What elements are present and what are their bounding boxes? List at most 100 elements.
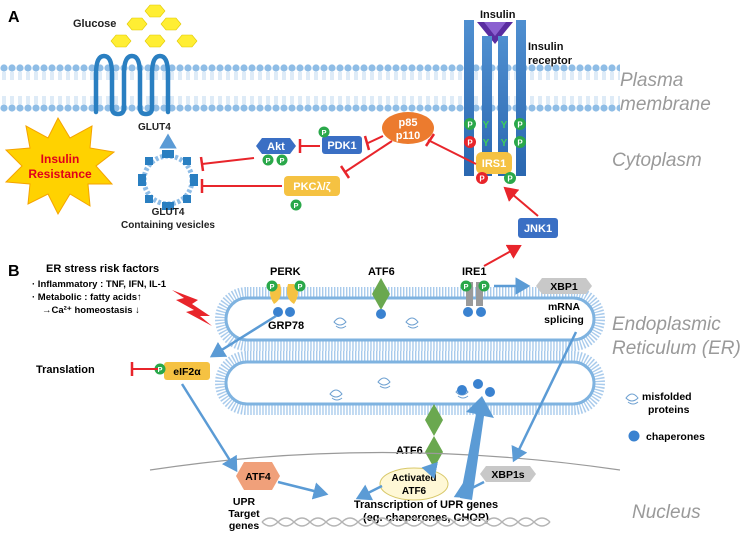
tyrosine-label: Y: [501, 138, 508, 149]
panel-a-pathway-lines: [159, 133, 539, 217]
legend-misfolded-2: proteins: [648, 404, 690, 416]
phospho-label: P: [517, 121, 523, 130]
pdk1-label: PDK1: [327, 140, 356, 152]
xbp1s-node: XBP1s: [480, 466, 536, 482]
risk-factors-title: ER stress risk factors: [46, 263, 159, 275]
tyrosine-label: Y: [483, 120, 490, 131]
pkc-node: PKCλ/ζ P: [284, 176, 340, 211]
activated-atf6-label-2: ATF6: [402, 486, 427, 497]
p85-label: p85: [399, 117, 418, 129]
label-plasma: Plasma: [620, 70, 683, 91]
pi3k-node: p85 p110: [382, 112, 434, 144]
glut4-label: GLUT4: [138, 122, 171, 133]
atf6-node-lower: [425, 404, 443, 468]
atf6-label-upper: ATF6: [368, 266, 395, 278]
xbp1-node: XBP1: [536, 278, 592, 294]
atf4-node: ATF4: [236, 462, 280, 490]
phospho-label: P: [467, 121, 473, 130]
phospho-label: P: [157, 365, 162, 374]
panel-label-b: B: [8, 263, 20, 280]
legend: misfolded proteins chaperones: [625, 391, 705, 443]
insulin-receptor-label-2: receptor: [528, 55, 573, 67]
glut4-vesicle-label-1: GLUT4: [152, 207, 185, 218]
label-nucleus: Nucleus: [632, 502, 701, 523]
glut4-transporter: [93, 53, 171, 117]
chaperones-released: [457, 379, 495, 397]
chaperone-induction-arrow: [460, 396, 494, 500]
p110-label: p110: [396, 130, 420, 142]
nuclear-envelope: [149, 451, 621, 471]
phospho-label: P: [297, 282, 302, 291]
mrna-label: mRNA: [548, 301, 581, 313]
transcription-label-1: Transcription of UPR genes: [354, 499, 498, 511]
glut4-vesicle-label-2: Containing vesicles: [121, 220, 215, 231]
transcription-label-2: (eg. chaperones, CHOP): [363, 512, 489, 524]
upr-label-1: UPR: [233, 496, 256, 508]
upr-label-3: genes: [229, 520, 260, 532]
phospho-label: P: [269, 282, 274, 291]
insulin-label: Insulin: [480, 9, 516, 21]
insulin-receptor-label-1: Insulin: [528, 41, 564, 53]
chaperone-icon: [628, 430, 640, 442]
insulin-receptor: [464, 20, 526, 176]
panel-label-a: A: [8, 9, 20, 26]
atf4-label: ATF4: [245, 471, 271, 483]
phospho-label: P: [479, 175, 485, 184]
insulin-resistance-label-1: Insulin: [41, 152, 80, 166]
pkc-label: PKCλ/ζ: [293, 181, 330, 193]
receptor-phospho-sites: P Y P Y P Y P Y: [464, 118, 526, 149]
akt-label: Akt: [267, 141, 285, 153]
insulin-resistance-label-2: Resistance: [28, 167, 92, 181]
xbp1-label: XBP1: [550, 281, 578, 293]
glucose-label: Glucose: [73, 18, 116, 30]
plasma-membrane: [0, 64, 620, 112]
phospho-label: P: [279, 156, 284, 165]
label-er-1: Endoplasmic: [612, 314, 721, 335]
jnk1-label: JNK1: [524, 223, 552, 235]
jnk1-node: JNK1: [518, 218, 558, 238]
irs1-node: IRS1 P P: [476, 152, 516, 184]
akt-node: Akt P P: [256, 138, 296, 166]
misfolded-proteins: [329, 317, 469, 401]
upr-label-2: Target: [228, 508, 260, 520]
splicing-label: splicing: [544, 314, 584, 326]
perk-label: PERK: [270, 266, 301, 278]
eif2a-node: eIF2α P: [154, 362, 210, 380]
atf6-node-upper: [372, 278, 390, 319]
legend-misfolded-1: misfolded: [642, 391, 692, 403]
phospho-label: P: [467, 139, 473, 148]
phospho-label: P: [293, 201, 298, 210]
misfolded-protein-icon: [625, 393, 639, 405]
phospho-label: P: [517, 139, 523, 148]
er-cisterna-lower: [215, 351, 605, 415]
activated-atf6-node: Activated ATF6: [379, 467, 449, 501]
glut4-vesicle: [138, 150, 198, 210]
irs1-label: IRS1: [482, 158, 506, 170]
panel-b-pathway-lines: [130, 244, 578, 501]
tyrosine-label: Y: [483, 138, 490, 149]
phospho-label: P: [463, 282, 468, 291]
risk-factor-2: · Metabolic : fatty acids↑: [32, 292, 142, 303]
insulin-resistance-burst: Insulin Resistance: [4, 116, 116, 216]
phospho-label: P: [321, 128, 326, 137]
activated-atf6-label-1: Activated: [391, 473, 436, 484]
phospho-label: P: [507, 175, 513, 184]
risk-factor-1: · Inflammatory : TNF, IFN, IL-1: [32, 279, 167, 290]
tyrosine-label: Y: [501, 120, 508, 131]
dna-helix: [261, 517, 551, 527]
lightning-icon: [172, 290, 212, 326]
glucose-molecules: [110, 4, 198, 48]
grp78-label: GRP78: [268, 320, 304, 332]
atf6-label-lower: ATF6: [396, 445, 423, 457]
legend-chaperones: chaperones: [646, 431, 705, 443]
risk-factor-3: →Ca²⁺ homeostasis ↓: [42, 305, 140, 316]
translation-label: Translation: [36, 364, 95, 376]
label-membrane: membrane: [620, 94, 711, 115]
phospho-label: P: [265, 156, 270, 165]
label-cytoplasm: Cytoplasm: [612, 150, 702, 171]
perk-node: P P: [266, 280, 306, 317]
phospho-label: P: [481, 282, 486, 291]
label-er-2: Reticulum (ER): [612, 338, 741, 359]
